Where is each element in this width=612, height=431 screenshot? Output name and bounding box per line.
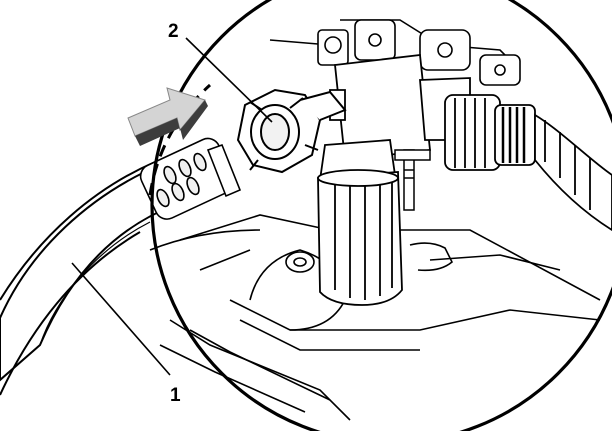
rod [394,149,431,211]
filter-cup [317,139,403,306]
top-fitting [317,19,521,86]
callout-label-1: 1 [170,385,181,406]
dashed-edge [148,83,212,196]
bayonet-nut [236,88,347,174]
leader-line-1 [71,262,171,376]
leader-lines [71,37,273,376]
leader-line-2 [185,37,273,123]
detail-circle [150,0,612,431]
direction-arrow [127,87,208,146]
hose-coupling [139,137,242,220]
callout-label-2: 2 [168,21,179,42]
